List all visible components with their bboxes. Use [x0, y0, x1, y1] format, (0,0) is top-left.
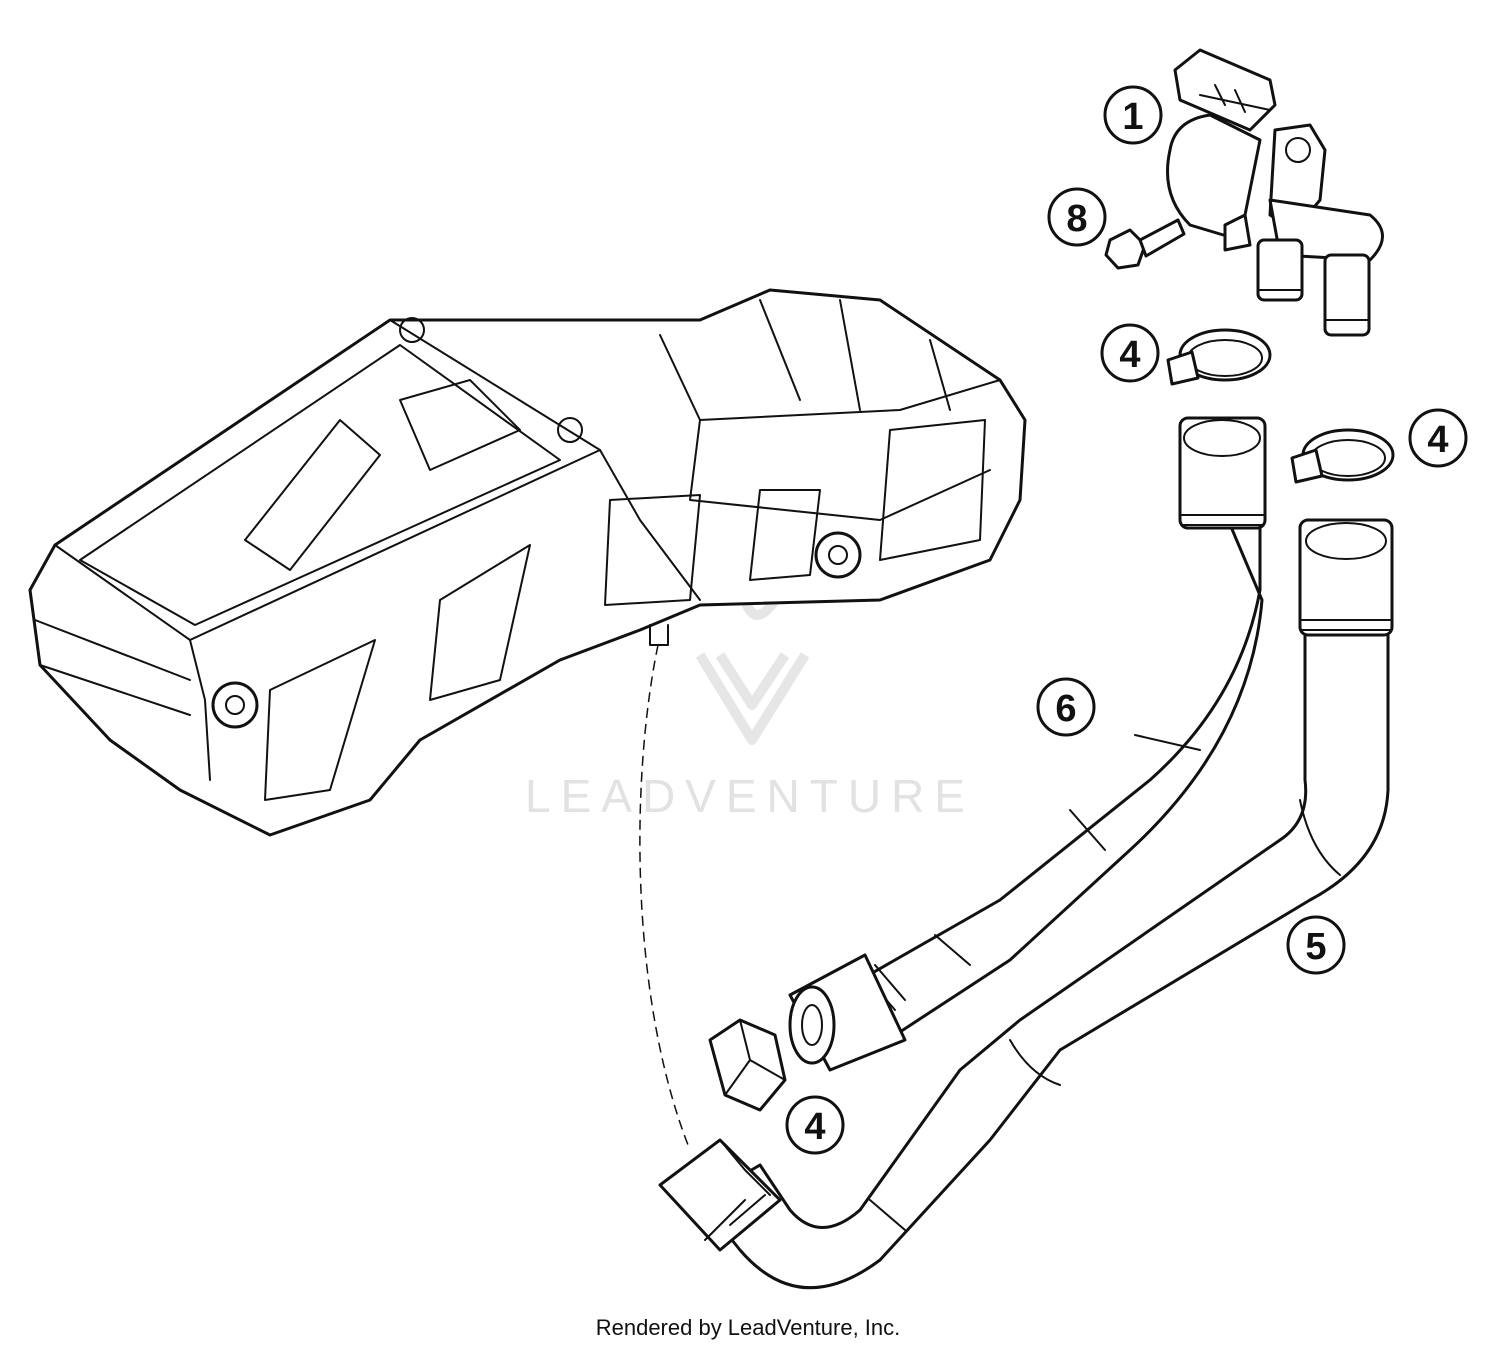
svg-text:4: 4	[1427, 419, 1448, 461]
callout-8: 8	[1047, 187, 1107, 247]
leadventure-logo-icon	[695, 597, 810, 745]
svg-text:4: 4	[804, 1106, 825, 1148]
fuel-tap	[1166, 48, 1384, 337]
svg-text:6: 6	[1055, 688, 1076, 730]
callout-4: 4	[1408, 408, 1468, 468]
hex-cap	[708, 1018, 787, 1112]
leader-line	[639, 644, 691, 1151]
svg-text:4: 4	[1119, 334, 1140, 376]
bolt	[1104, 218, 1186, 270]
callout-4: 4	[785, 1095, 845, 1155]
hose-clamp	[1166, 328, 1272, 386]
svg-text:8: 8	[1066, 198, 1087, 240]
watermark: LEADVENTURE	[525, 597, 975, 822]
callout-6: 6	[1036, 677, 1096, 737]
callout-5: 5	[1286, 915, 1346, 975]
svg-text:1: 1	[1122, 96, 1143, 138]
render-credit: Rendered by LeadVenture, Inc.	[596, 1315, 901, 1340]
fuel-hose-5	[658, 518, 1394, 1290]
fuel-hose-6	[788, 416, 1267, 1072]
callout-1: 1	[1103, 85, 1163, 145]
watermark-text: LEADVENTURE	[525, 770, 975, 822]
callout-4: 4	[1100, 323, 1160, 383]
fuel-tank	[28, 288, 1027, 837]
hose-clamp	[1290, 428, 1395, 484]
svg-text:5: 5	[1305, 926, 1326, 968]
